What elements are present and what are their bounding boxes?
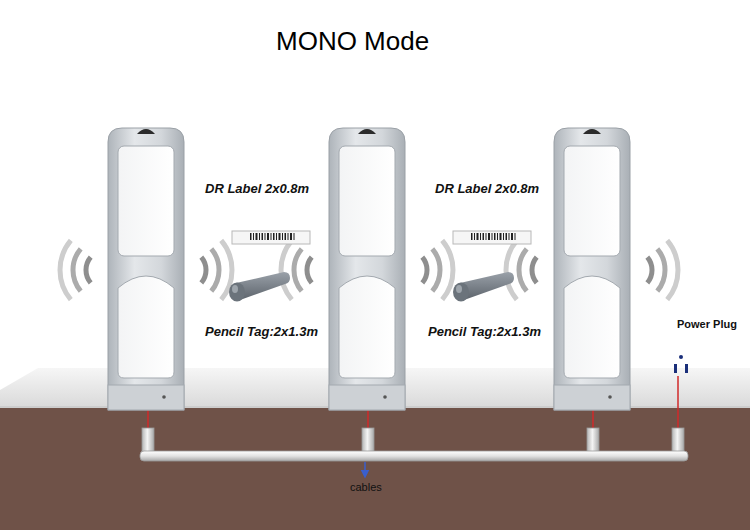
gate-antenna bbox=[108, 128, 184, 410]
pipe-stub bbox=[587, 428, 599, 452]
pipe-stub bbox=[672, 428, 684, 452]
cable-arrow bbox=[364, 462, 366, 474]
signal-waves bbox=[506, 240, 537, 299]
wire bbox=[367, 410, 369, 430]
tag-range: DR Label 2x0.8m bbox=[205, 181, 309, 197]
cable-pipe bbox=[140, 451, 688, 461]
tag-range: DR Label 2x0.8m bbox=[435, 181, 539, 197]
pencil-tag bbox=[453, 272, 514, 302]
part-label: Power Plug bbox=[677, 318, 737, 331]
plug-pin bbox=[685, 364, 688, 373]
signal-waves bbox=[647, 240, 678, 299]
pencil-tag bbox=[229, 272, 290, 302]
plug-pin bbox=[679, 355, 683, 359]
signal-waves bbox=[422, 240, 453, 299]
gate-antenna bbox=[329, 128, 405, 410]
pipe-stub bbox=[142, 428, 154, 452]
wire bbox=[677, 376, 679, 430]
wire bbox=[147, 410, 149, 430]
dr-label bbox=[453, 231, 531, 244]
pipe-stub bbox=[362, 428, 374, 452]
tag-range: Pencil Tag:2x1.3m bbox=[205, 324, 318, 340]
dr-label bbox=[232, 231, 310, 244]
signal-waves bbox=[201, 240, 232, 299]
gate-antenna bbox=[554, 128, 630, 410]
signal-waves bbox=[60, 240, 91, 299]
signal-waves bbox=[281, 240, 312, 299]
tag-range: Pencil Tag:2x1.3m bbox=[428, 324, 541, 340]
ground bbox=[0, 406, 750, 530]
plug-pin bbox=[674, 364, 677, 373]
part-label: cables bbox=[350, 481, 382, 494]
wire bbox=[592, 410, 594, 430]
title: MONO Mode bbox=[276, 26, 429, 57]
